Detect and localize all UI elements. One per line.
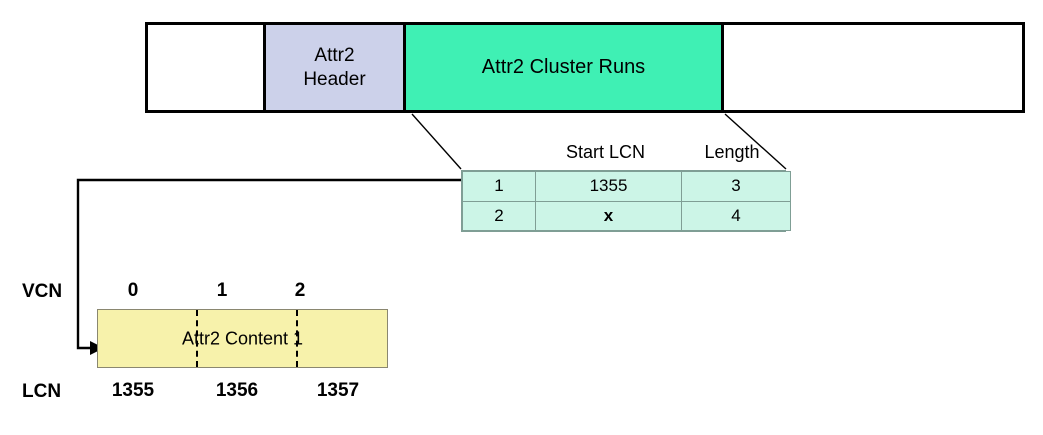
lcn-value-1357: 1357 bbox=[316, 380, 360, 401]
column-caption-length: Length bbox=[704, 142, 760, 162]
column-caption-start-lcn: Start LCN bbox=[565, 142, 646, 162]
run-index-cell: 1 bbox=[462, 171, 536, 202]
cluster-runlist-table: 1 1355 3 2 x 4 bbox=[461, 170, 791, 232]
bar-cell-empty-left bbox=[148, 25, 266, 110]
callout-line-left bbox=[411, 113, 462, 170]
table-row: 2 x 4 bbox=[462, 200, 791, 231]
attribute-record-bar: Attr2 Header Attr2 Cluster Runs bbox=[145, 22, 1025, 113]
cluster-divider-2 bbox=[296, 310, 298, 367]
table-row: 1 1355 3 bbox=[462, 171, 791, 202]
vcn-value-0: 0 bbox=[127, 280, 139, 301]
lcn-value-1356: 1356 bbox=[215, 380, 259, 401]
bar-cell-attr2-header: Attr2 Header bbox=[266, 25, 406, 110]
run-length-cell: 4 bbox=[681, 200, 791, 231]
attr2-content-label: Attr2 Content 1 bbox=[181, 328, 304, 348]
cluster-divider-1 bbox=[196, 310, 198, 367]
run-start-lcn-cell-invalid: x bbox=[535, 200, 682, 231]
run-start-lcn-cell: 1355 bbox=[535, 171, 682, 202]
lcn-value-1355: 1355 bbox=[111, 380, 155, 401]
attr2-content-box: Attr2 Content 1 bbox=[97, 309, 388, 368]
axis-label-lcn: LCN bbox=[22, 381, 62, 402]
bar-cell-empty-right bbox=[724, 25, 1022, 110]
axis-label-vcn: VCN bbox=[22, 281, 63, 302]
run-length-cell: 3 bbox=[681, 171, 791, 202]
run-index-cell: 2 bbox=[462, 200, 536, 231]
vcn-value-2: 2 bbox=[294, 280, 306, 301]
vcn-value-1: 1 bbox=[216, 280, 228, 301]
bar-cell-attr2-cluster-runs: Attr2 Cluster Runs bbox=[406, 25, 724, 110]
